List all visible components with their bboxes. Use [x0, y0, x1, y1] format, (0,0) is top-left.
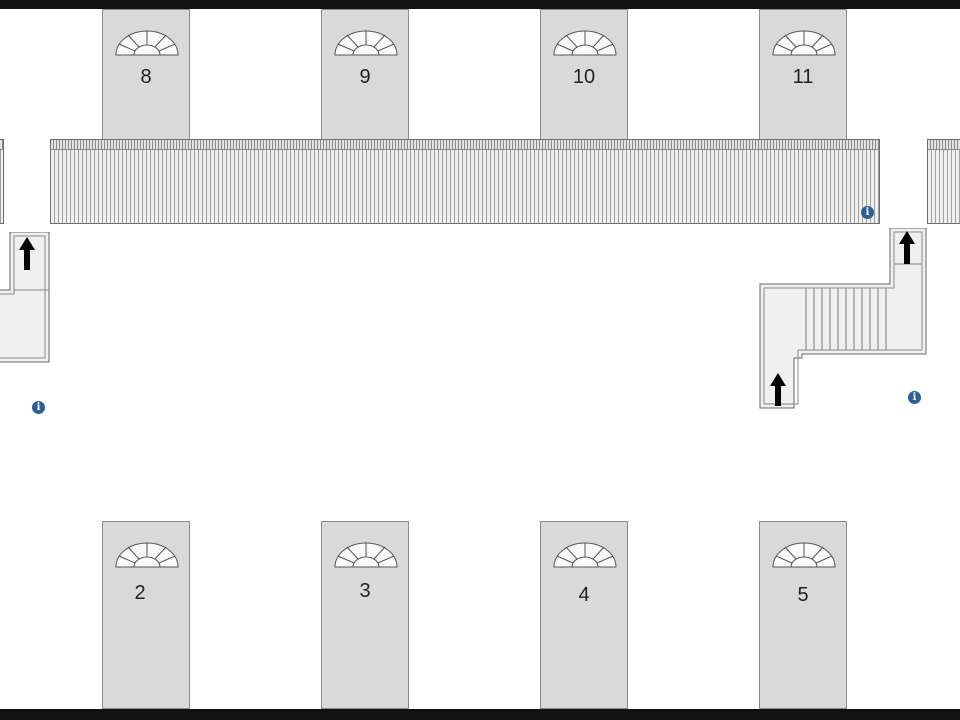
roller-door-left-edge[interactable] — [0, 139, 4, 224]
door-8[interactable]: 8 — [102, 9, 190, 140]
door-3[interactable]: 3 — [321, 521, 409, 709]
fanlight-icon — [115, 30, 179, 56]
roller-door-right-edge[interactable] — [927, 139, 960, 224]
info-icon[interactable]: i — [908, 391, 921, 404]
roller-door-main[interactable] — [50, 139, 880, 224]
up-arrow-icon — [899, 231, 915, 264]
fanlight-icon — [553, 30, 617, 56]
door-number: 9 — [359, 66, 371, 88]
roller-door-header — [0, 140, 3, 150]
door-2[interactable]: 2 — [102, 521, 190, 709]
info-icon[interactable]: i — [32, 401, 45, 414]
door-number: 8 — [140, 66, 152, 88]
door-number: 5 — [797, 584, 809, 606]
info-icon[interactable]: i — [861, 206, 874, 219]
up-arrow-icon — [19, 237, 35, 270]
fanlight-icon — [772, 542, 836, 568]
door-5[interactable]: 5 — [759, 521, 847, 709]
door-number: 4 — [578, 584, 590, 606]
door-number: 2 — [134, 582, 146, 604]
fanlight-icon — [334, 30, 398, 56]
door-9[interactable]: 9 — [321, 9, 409, 140]
staircase-left[interactable] — [0, 232, 52, 364]
top-wall — [0, 0, 960, 9]
fanlight-icon — [772, 30, 836, 56]
door-11[interactable]: 11 — [759, 9, 847, 140]
door-10[interactable]: 10 — [540, 9, 628, 140]
door-number: 3 — [359, 580, 371, 602]
bottom-wall — [0, 709, 960, 720]
door-number: 11 — [792, 66, 814, 88]
door-number: 10 — [572, 66, 596, 88]
roller-door-header — [51, 140, 879, 150]
roller-door-header — [928, 140, 960, 150]
door-4[interactable]: 4 — [540, 521, 628, 709]
fanlight-icon — [553, 542, 617, 568]
staircase-right[interactable] — [758, 228, 928, 410]
up-arrow-icon — [770, 373, 786, 406]
fanlight-icon — [334, 542, 398, 568]
fanlight-icon — [115, 542, 179, 568]
